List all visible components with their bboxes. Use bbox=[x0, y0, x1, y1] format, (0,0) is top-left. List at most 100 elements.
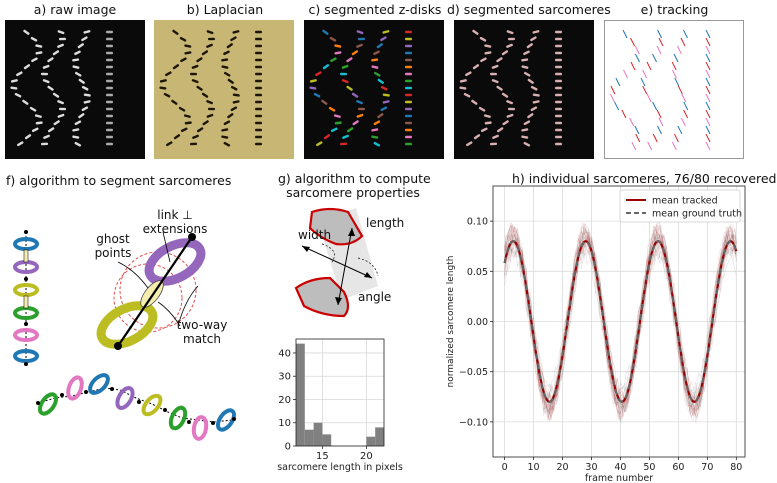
z-disk-mark bbox=[555, 121, 562, 125]
z-disk-mark bbox=[166, 141, 173, 147]
z-disk-mark bbox=[207, 37, 215, 41]
z-disk-mark bbox=[255, 72, 262, 76]
histogram-bar bbox=[375, 427, 384, 446]
z-disk-mark bbox=[555, 51, 562, 55]
z-disk-mark bbox=[42, 64, 50, 69]
histogram-bar bbox=[366, 436, 376, 446]
z-disk-mark bbox=[206, 30, 214, 35]
track-mark bbox=[647, 141, 653, 151]
z-disk-mark bbox=[221, 65, 229, 69]
z-disk-mark bbox=[309, 79, 317, 83]
z-disk-mark bbox=[521, 135, 529, 139]
z-disk-mark bbox=[184, 51, 192, 55]
x-tick-label: 15 bbox=[316, 451, 329, 462]
track-mark bbox=[705, 45, 711, 55]
z-disk-mark bbox=[532, 100, 540, 104]
z-disk-mark bbox=[405, 51, 412, 55]
ghost-label-line2: points bbox=[94, 246, 132, 260]
z-disk-mark bbox=[35, 51, 43, 55]
individual-trace bbox=[504, 243, 737, 400]
z-disk-mark bbox=[484, 121, 492, 125]
individual-trace bbox=[504, 222, 737, 422]
track-mark bbox=[680, 37, 686, 47]
z-disk-mark bbox=[74, 71, 82, 77]
z-disk-mark bbox=[555, 79, 562, 83]
track-mark bbox=[631, 141, 637, 151]
track-mark bbox=[610, 85, 616, 95]
z-disk-mark bbox=[313, 92, 321, 98]
z-disk-mark bbox=[376, 43, 383, 49]
z-disk-mark bbox=[405, 121, 412, 125]
z-disk-mark bbox=[346, 57, 353, 63]
individual-trace bbox=[504, 233, 737, 408]
track-mark bbox=[671, 69, 677, 79]
z-disk-mark bbox=[22, 99, 29, 105]
z-disk-mark bbox=[523, 71, 531, 77]
ghost-points-label: ghost points bbox=[88, 232, 138, 260]
y-tick-label: 20 bbox=[278, 395, 291, 406]
z-disk-mark bbox=[555, 65, 562, 69]
z-disk-mark bbox=[165, 71, 172, 77]
z-disk-mark bbox=[465, 71, 472, 77]
track-mark bbox=[705, 125, 711, 135]
vertical-sarcomere-chain bbox=[13, 230, 39, 366]
z-disk-mark bbox=[479, 36, 487, 42]
panel-f-title: f) algorithm to segment sarcomeres bbox=[6, 173, 232, 188]
z-disk-mark bbox=[334, 121, 342, 125]
z-disk-mark bbox=[501, 50, 509, 56]
z-disk-mark bbox=[78, 113, 85, 119]
z-disk-mark bbox=[346, 85, 353, 91]
track-mark bbox=[677, 85, 683, 95]
track-mark bbox=[652, 53, 657, 63]
z-disk-mark bbox=[472, 29, 479, 35]
track-mark bbox=[705, 101, 711, 111]
panel-a-title: a) raw image bbox=[33, 2, 117, 17]
track-mark bbox=[656, 45, 662, 55]
track-mark bbox=[683, 29, 688, 39]
z-disk-mark bbox=[189, 72, 198, 76]
z-disk-mark bbox=[106, 65, 113, 69]
x-tick-label: 80 bbox=[730, 462, 742, 473]
z-disk-mark bbox=[106, 86, 113, 90]
track-mark bbox=[658, 37, 664, 47]
z-disk-mark bbox=[502, 120, 509, 126]
z-disk-mark bbox=[223, 71, 231, 77]
legend-box bbox=[619, 189, 741, 223]
twoway-label-line2: match bbox=[183, 332, 221, 346]
z-disk-mark bbox=[523, 120, 531, 126]
z-disk-mark bbox=[255, 65, 262, 69]
z-disk-mark bbox=[31, 127, 39, 133]
z-disk-mark bbox=[351, 50, 359, 56]
z-disk-mark bbox=[106, 58, 113, 62]
segmented-sarcomeres-image bbox=[454, 20, 594, 159]
z-disk-mark bbox=[328, 106, 336, 112]
track-mark bbox=[646, 93, 652, 103]
panel-g-title: g) algorithm to compute sarcomere proper… bbox=[278, 171, 431, 200]
z-disk-mark bbox=[405, 58, 412, 62]
z-disk-mark bbox=[521, 58, 529, 62]
z-disk-mark bbox=[322, 29, 329, 35]
panel-c-title: c) segmented z-disks bbox=[308, 2, 442, 17]
track-mark bbox=[705, 37, 711, 47]
z-disk-mark bbox=[201, 92, 209, 98]
z-disk-mark bbox=[501, 92, 509, 98]
z-disk-mark bbox=[10, 79, 18, 83]
z-disk-mark bbox=[492, 134, 499, 139]
individual-trace bbox=[504, 234, 737, 406]
panel-g-title-line1: g) algorithm to compute bbox=[278, 171, 431, 186]
z-disk-mark bbox=[507, 107, 515, 111]
z-disk-mark bbox=[30, 36, 38, 42]
histogram-bar bbox=[304, 429, 314, 446]
track-mark bbox=[646, 61, 652, 71]
track-mark bbox=[615, 77, 621, 87]
z-disk-mark bbox=[255, 142, 262, 146]
z-disk-mark bbox=[58, 37, 66, 41]
z-disk-mark bbox=[330, 57, 337, 63]
z-disk-mark bbox=[255, 58, 262, 62]
z-disk-mark bbox=[330, 127, 338, 133]
individual-trace bbox=[504, 227, 737, 417]
panel-h-title: h) individual sarcomeres, 76/80 recovere… bbox=[512, 171, 777, 186]
z-disk-mark bbox=[223, 120, 231, 126]
y-tick-label: −0.10 bbox=[459, 417, 488, 428]
z-disk-mark bbox=[255, 100, 262, 104]
